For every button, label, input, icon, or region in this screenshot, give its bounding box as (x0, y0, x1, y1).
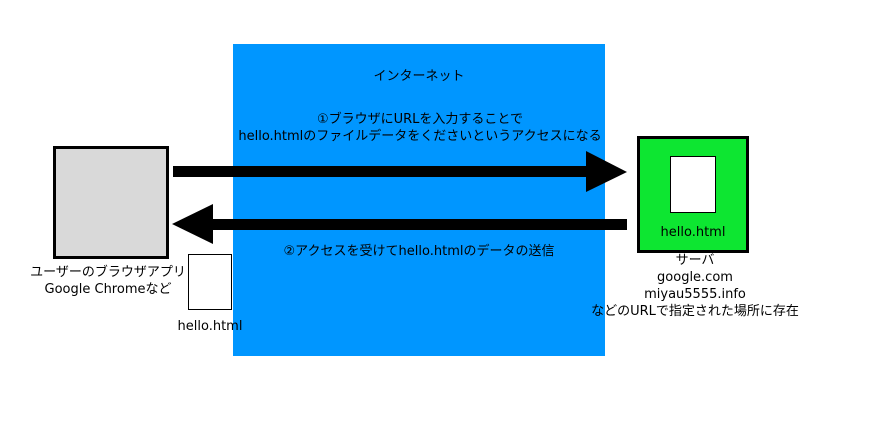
response-arrow-head (172, 204, 213, 244)
server-label-line-3: miyau5555.info (644, 287, 746, 302)
server-label-line-4: などのURLで指定された場所に存在 (591, 304, 799, 319)
internet-region (233, 44, 605, 356)
server-file-name: hello.html (660, 225, 726, 240)
client-label-line-2: Google Chromeなど (44, 282, 172, 297)
request-caption: ①ブラウザにURLを入力することで hello.htmlのファイルデータをくださ… (200, 111, 640, 145)
server-label-line-2: google.com (657, 270, 733, 285)
client-label-line-1: ユーザーのブラウザアプリ (30, 265, 186, 280)
server-label-line-1: サーバ (675, 253, 715, 268)
request-arrow-head (586, 151, 627, 192)
client-file-icon (188, 254, 232, 310)
request-arrow-shaft (173, 166, 593, 177)
request-arrow (173, 151, 627, 192)
response-caption: ②アクセスを受けてhello.htmlのデータの送信 (283, 244, 555, 259)
response-arrow-shaft (207, 219, 627, 230)
client-label: ユーザーのブラウザアプリ Google Chromeなど (0, 264, 216, 298)
client-browser-box (53, 146, 169, 259)
internet-label: インターネット (373, 69, 465, 84)
response-arrow (172, 204, 627, 244)
request-caption-line-1: ①ブラウザにURLを入力することで (316, 112, 524, 127)
server-file-icon (670, 156, 716, 213)
client-file-name: hello.html (177, 319, 243, 334)
request-caption-line-2: hello.htmlのファイルデータをくださいというアクセスになる (238, 129, 602, 144)
server-label: サーバ google.com miyau5555.info などのURLで指定さ… (560, 252, 830, 320)
